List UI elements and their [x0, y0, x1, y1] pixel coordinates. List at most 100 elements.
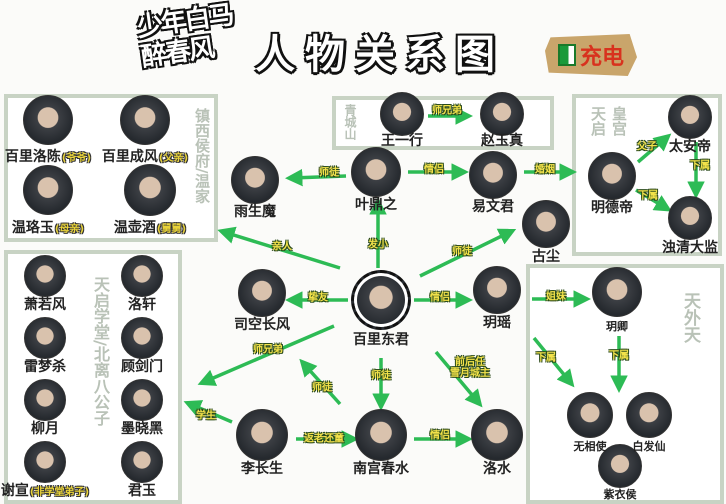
character-name-label: 柳月 — [31, 422, 59, 437]
character-name-label: 南宫春水 — [353, 462, 409, 477]
header: 少年白马醉春风 人物关系图 充电 — [0, 0, 726, 90]
character-name-label: 百里东君 — [353, 333, 409, 348]
relation-label: 师徒 — [452, 246, 472, 258]
character-name-label: 百里成风(父亲) — [102, 150, 188, 166]
character-avatar — [24, 441, 66, 483]
character-name-label: 顾剑门 — [121, 360, 163, 375]
character-name-label: 墨晓黑 — [121, 422, 163, 437]
character-name-label: 古尘 — [532, 250, 560, 265]
character-name-label: 百里洛陈(爷爷) — [5, 150, 91, 166]
relation-arrow — [636, 133, 672, 164]
character-name: 明德帝 — [591, 200, 633, 216]
character-avatar — [238, 269, 286, 317]
character-avatar — [24, 317, 66, 359]
relation-arrow — [197, 324, 335, 386]
character-avatar — [471, 409, 523, 461]
character-name: 叶鼎之 — [355, 197, 397, 213]
relation-label: 情侣 — [430, 430, 450, 442]
character-role-note: (舅舅) — [156, 224, 187, 235]
character-name-label: 赵玉真 — [481, 134, 523, 149]
relation-arrow — [217, 226, 341, 270]
character-name-label: 温珞玉(母亲) — [12, 221, 84, 237]
character-name: 司空长风 — [234, 317, 290, 333]
character-name: 温壶酒 — [113, 220, 156, 236]
character-avatar — [124, 164, 176, 216]
relation-arrow — [419, 228, 517, 278]
character-name: 赵玉真 — [481, 133, 523, 149]
character-name: 太安帝 — [669, 139, 711, 155]
character-avatar — [24, 379, 66, 421]
relation-label: 师徒 — [371, 370, 391, 382]
character-name-label: 谢宣(非学堂弟子) — [1, 484, 89, 500]
character-name-label: 白发仙 — [633, 440, 666, 453]
page-title: 人物关系图 — [255, 31, 505, 78]
character-avatar — [23, 95, 73, 145]
character-name: 雷梦杀 — [24, 359, 66, 375]
relation-arrow — [299, 358, 342, 406]
character-name-label: 叶鼎之 — [355, 198, 397, 213]
character-avatar — [121, 317, 163, 359]
character-role-note: (非学堂弟子) — [29, 487, 90, 498]
character-name-label: 洛轩 — [128, 298, 156, 313]
character-name: 白发仙 — [632, 440, 666, 453]
character-name: 百里成风 — [101, 149, 158, 165]
relation-label: 情侣 — [424, 164, 444, 176]
relation-arrow — [285, 168, 347, 187]
character-name-label: 雷梦杀 — [24, 360, 66, 375]
relation-arrow — [532, 336, 575, 388]
character-name: 百里东君 — [353, 332, 409, 348]
character-avatar — [236, 409, 288, 461]
character-name: 玥卿 — [606, 320, 628, 333]
relation-label: 下属 — [638, 190, 658, 202]
relation-label: 发小 — [368, 239, 388, 251]
character-name: 柳月 — [31, 421, 59, 437]
character-avatar — [668, 95, 712, 139]
relation-label: 父子 — [637, 141, 657, 153]
relation-arrow — [183, 400, 233, 424]
character-name: 顾剑门 — [121, 359, 163, 375]
character-avatar — [598, 444, 642, 488]
relation-label: 下属 — [609, 350, 629, 362]
character-name-label: 萧若风 — [24, 298, 66, 313]
character-avatar — [24, 255, 66, 297]
character-name: 南宫春水 — [353, 461, 409, 477]
character-name: 君玉 — [128, 483, 156, 499]
character-name: 易文君 — [472, 199, 514, 215]
group-title: 天启学堂/北离八公子 — [91, 276, 110, 426]
character-name: 李长生 — [241, 461, 283, 477]
character-role-note: (母亲) — [54, 224, 85, 235]
group-title: 天外天 — [680, 292, 700, 343]
character-name-label: 司空长风 — [234, 318, 290, 333]
character-name-label: 紫衣侯 — [604, 488, 637, 501]
character-name: 王一行 — [381, 133, 423, 149]
character-avatar — [522, 200, 570, 248]
relation-label: 情侣 — [430, 292, 450, 304]
character-name-label: 李长生 — [241, 462, 283, 477]
character-name-label: 雨生魔 — [234, 205, 276, 220]
character-avatar — [351, 147, 401, 197]
character-name-label: 明德帝 — [591, 201, 633, 216]
character-avatar — [469, 151, 517, 199]
character-name: 玥瑶 — [483, 315, 511, 331]
character-name: 古尘 — [532, 249, 560, 265]
character-avatar — [480, 92, 524, 136]
character-avatar — [592, 267, 642, 317]
character-name: 无相使 — [573, 440, 607, 453]
relation-arrow — [635, 188, 673, 212]
character-name: 墨晓黑 — [121, 421, 163, 437]
character-avatar — [473, 266, 521, 314]
relation-label: 下属 — [690, 160, 710, 172]
character-name-label: 浊清大监 — [662, 241, 718, 256]
battery-icon — [557, 44, 576, 66]
character-avatar — [668, 196, 712, 240]
character-avatar — [23, 165, 73, 215]
relation-label: 挚友 — [308, 292, 328, 304]
character-name-label: 洛水 — [483, 462, 511, 477]
character-name: 洛水 — [483, 461, 511, 477]
character-avatar — [121, 255, 163, 297]
relation-label: 返老还童 — [304, 433, 344, 445]
character-avatar — [121, 379, 163, 421]
relation-label: 师徒 — [319, 167, 339, 179]
character-avatar — [120, 95, 170, 145]
